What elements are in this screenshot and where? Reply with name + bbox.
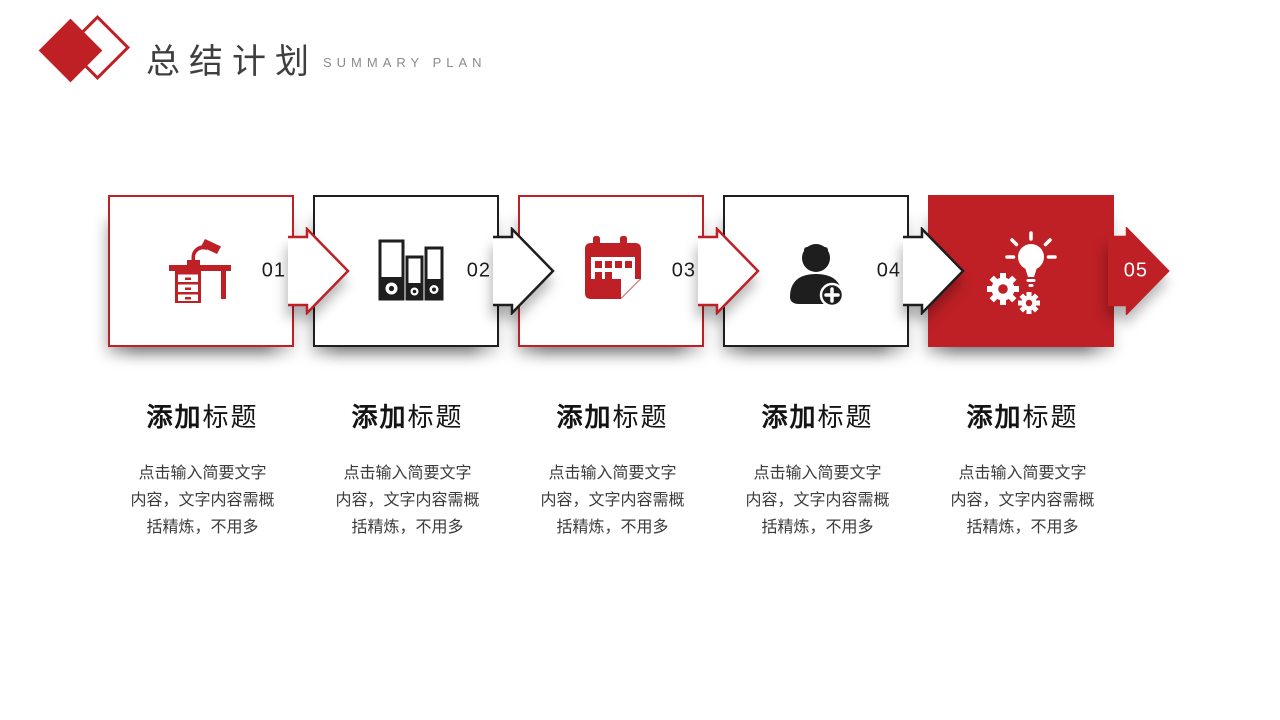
caption-body: 点击输入简要文字 内容，文字内容需概 括精炼，不用多 (950, 465, 1095, 536)
step-number: 05 (1123, 259, 1148, 282)
idea-gears-icon (987, 231, 1057, 314)
step-caption-03: 添加标题 点击输入简要文字 内容，文字内容需概 括精炼，不用多 (510, 400, 715, 541)
add-user-icon (790, 244, 845, 308)
step-arrow-right-icon (1108, 227, 1170, 315)
overlapping-diamonds-logo-icon (38, 14, 131, 83)
process-steps-row: 01 (108, 195, 1170, 347)
step-captions-row: 添加标题 点击输入简要文字 内容，文字内容需概 括精炼，不用多 添加标题 点击输… (100, 400, 1125, 541)
caption-body: 点击输入简要文字 内容，文字内容需概 括精炼，不用多 (745, 465, 890, 536)
step-arrow-right-icon (903, 227, 965, 315)
step-box-01: 01 (108, 195, 350, 347)
step-number: 01 (261, 259, 286, 282)
caption-title: 添加标题 (146, 402, 259, 432)
step-number: 03 (671, 259, 696, 282)
caption-body: 点击输入简要文字 内容，文字内容需概 括精炼，不用多 (540, 465, 685, 536)
desk-lamp-icon (169, 239, 231, 303)
step-arrow-right-icon (493, 227, 555, 315)
binders-icon (378, 239, 444, 301)
page-subtitle: SUMMARY PLAN (323, 55, 487, 70)
slide-header: 总结计划 SUMMARY PLAN (0, 0, 1280, 110)
step-arrow-right-icon (698, 227, 760, 315)
caption-body: 点击输入简要文字 内容，文字内容需概 括精炼，不用多 (130, 465, 275, 536)
step-caption-04: 添加标题 点击输入简要文字 内容，文字内容需概 括精炼，不用多 (715, 400, 920, 541)
step-number: 04 (876, 259, 901, 282)
caption-title: 添加标题 (761, 402, 874, 432)
step-caption-05: 添加标题 点击输入简要文字 内容，文字内容需概 括精炼，不用多 (920, 400, 1125, 541)
caption-title: 添加标题 (351, 402, 464, 432)
step-caption-01: 添加标题 点击输入简要文字 内容，文字内容需概 括精炼，不用多 (100, 400, 305, 541)
caption-title: 添加标题 (966, 402, 1079, 432)
caption-body: 点击输入简要文字 内容，文字内容需概 括精炼，不用多 (335, 465, 480, 536)
calendar-icon (585, 236, 641, 299)
step-arrow-right-icon (288, 227, 350, 315)
step-number: 02 (466, 259, 491, 282)
page-title: 总结计划 (146, 43, 318, 81)
caption-title: 添加标题 (556, 402, 669, 432)
step-box-02: 02 (313, 195, 555, 347)
step-caption-02: 添加标题 点击输入简要文字 内容，文字内容需概 括精炼，不用多 (305, 400, 510, 541)
